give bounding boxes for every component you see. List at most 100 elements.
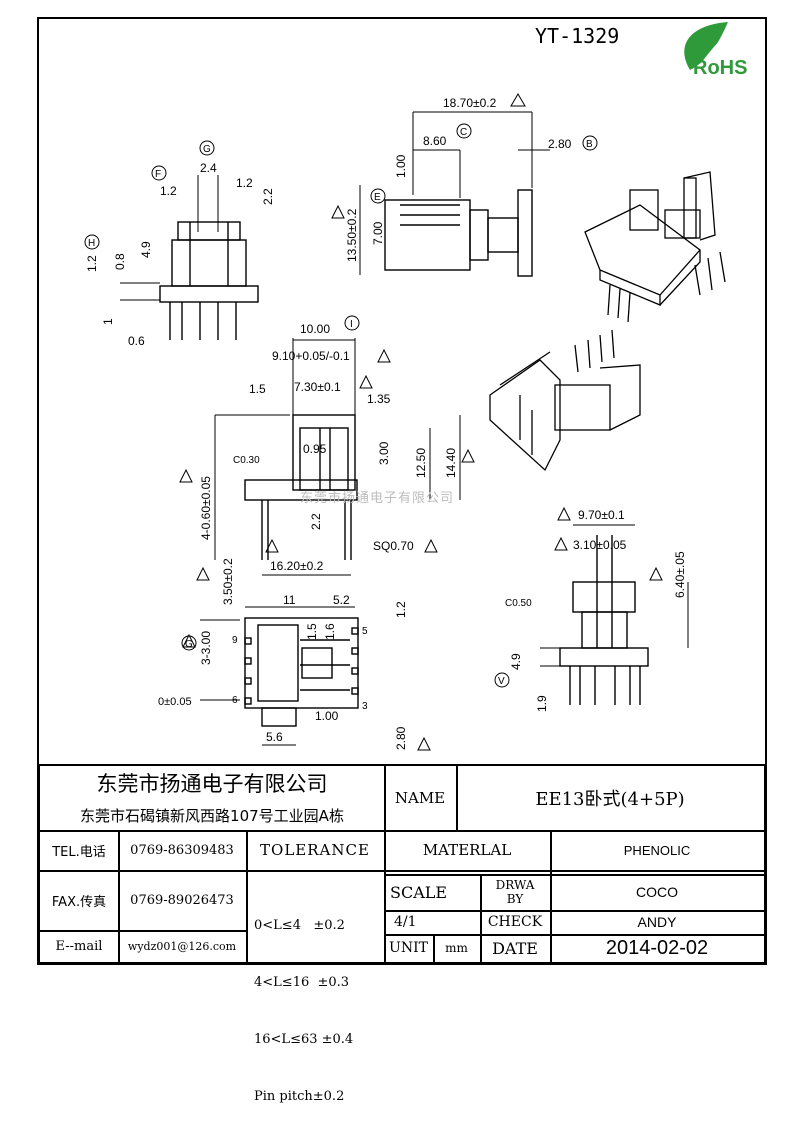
material-value: PHENOLIC [623,842,691,858]
dim-overall-length: 18.70±0.2 [443,96,497,110]
email-value: wydz001@126.com [127,939,237,953]
company-address: 东莞市石碣镇新风西路107号工业园A栋 [80,806,344,825]
warning-triangle-icon [331,204,345,219]
dim-pin-offset: 0.6 [128,334,145,348]
side-view [359,111,550,277]
dim-top-step: 1.00 [394,154,408,178]
check-value: ANDY [637,914,677,930]
pin-5-label: 5 [362,626,368,637]
pin-6-label: 6 [232,695,238,706]
dim-pitch2: 1.6 [323,623,337,640]
check-label: CHECK [487,914,543,930]
tel-label: TEL.电话 [52,844,106,860]
dim-right-wall: 1.35 [367,392,391,406]
dim-row-spacing: 3-3.00 [199,631,213,665]
ref-circle-g2 [181,635,197,651]
ref-v-label: V [498,676,505,687]
dim-right-tab: 1.2 [236,176,253,190]
company-name: 东莞市扬通电子有限公司 [96,772,328,796]
dim-origin: 0±0.05 [158,696,192,708]
dim-pitch1: 1.5 [305,623,319,640]
dim-right-step: 2.2 [261,188,275,205]
rohs-logo: RoHS [684,22,747,79]
dim-right-step-b: 1.2 [394,601,408,618]
warning-triangle-icon [649,566,663,581]
bottom-view [200,606,359,746]
warning-triangle-icon [424,538,438,553]
unit-label: UNIT [389,940,428,956]
scale-label: SCALE [390,882,448,902]
dim-end-height: 6.40±.05 [673,551,687,598]
dim-left-step: 1.2 [85,255,99,272]
tolerance-line: 4<L≤16 ±0.3 [254,975,350,990]
drawing-border [37,17,767,965]
warning-triangle-icon [359,374,373,389]
end-view [540,524,689,705]
dim-square-pin: SQ0.70 [373,539,414,553]
tel-value: 0769-86309483 [130,842,234,858]
warning-triangle-icon [461,448,475,463]
ref-b-label: B [586,139,593,150]
tolerance-line: 16<L≤63 ±0.4 [254,1032,354,1047]
dim-top-gap: 2.4 [200,161,217,175]
part-number: YT-1329 [535,24,619,48]
ref-h-label: H [88,238,95,249]
dim-height: 13.50±0.2 [345,208,359,262]
tolerance-label: TOLERANCE [260,841,370,859]
dim-end-chamfer: C0.50 [505,598,532,609]
perspective-view-2 [489,329,641,472]
dim-inner-width: 9.10+0.05/-0.1 [272,349,350,363]
dim-center-gap: 1.00 [315,709,339,723]
watermark: 东莞市扬通电子有限公司 [300,490,454,506]
dim-pin-base: 1 [101,318,115,325]
dim-mid-height: 12.50 [414,448,428,478]
date-label: DATE [492,938,538,958]
ref-circle-g [199,140,215,156]
material-label: MATERLAL [422,841,512,859]
dim-center-width: 7.30±0.1 [294,380,341,394]
warning-triangle-icon [265,538,279,553]
warning-triangle-icon [510,93,526,107]
name-label: NAME [394,789,446,807]
dim-base-len: 5.6 [266,730,283,744]
ref-g2-label: G [185,639,193,650]
warning-triangle-icon [557,506,571,521]
date-value: 2014-02-02 [605,936,709,959]
warning-triangle-icon [417,736,431,751]
drawn-by-label: DRWA BY [495,878,535,906]
unit-value: mm [445,941,468,955]
dim-full-height: 14.40 [444,448,458,478]
pin-9-label: 9 [232,635,238,646]
dim-end-pin-tip: 1.9 [535,695,549,712]
ref-circle-h [84,234,100,250]
ref-circle-f [151,165,167,181]
warning-triangle-icon [377,348,391,363]
dim-notch-height: 4.9 [139,241,153,258]
dim-body-width: 8.60 [423,134,447,148]
front-view [120,175,259,340]
dim-end-inner: 3.10±0.05 [573,538,627,552]
drawn-by-value: COCO [636,884,678,900]
tolerance-table: 0<L≤4 ±0.2 4<L≤16 ±0.3 16<L≤63 ±0.4 Pin … [254,878,384,1144]
dim-top-width: 10.00 [300,322,330,336]
perspective-view-1 [584,171,726,323]
section-view [214,338,461,576]
warning-triangle-icon [182,633,196,648]
ref-circle-e [370,188,386,204]
ref-c-label: C [460,127,467,138]
dim-bottom-step: 2.80 [394,726,408,750]
scale-value: 4/1 [394,914,417,930]
dim-upper-height: 3.00 [377,441,391,465]
dim-slot-height: 7.00 [371,221,385,245]
rohs-text: RoHS [693,57,747,79]
ref-i-label: I [350,319,353,330]
dim-bottom-side: 5.2 [333,593,350,607]
dim-flange-thick: 2.80 [548,137,572,151]
dim-base-width: 16.20±0.2 [270,559,324,573]
fax-label: FAX.传真 [51,894,107,910]
title-block: 东莞市扬通电子有限公司 东莞市石碣镇新风西路107号工业园A栋 NAME EE1… [38,764,766,1104]
technical-drawing: YT-1329 RoHS 18.70±0.2 8.60 C 2.80 B 1.0… [37,17,767,965]
dim-pin-width: 4-0.60±0.05 [199,476,213,540]
ref-circle-b [582,135,598,151]
warning-triangle-icon [179,468,193,483]
